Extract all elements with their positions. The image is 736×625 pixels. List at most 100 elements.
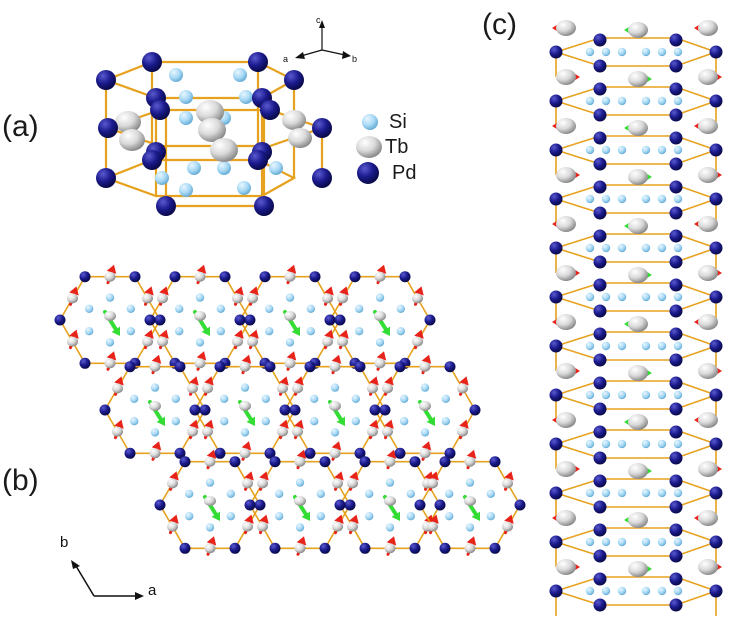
moment-head bbox=[369, 419, 379, 429]
si-atom bbox=[365, 512, 374, 521]
pd-atom bbox=[593, 327, 607, 341]
si-atom bbox=[400, 394, 409, 403]
tb-atom bbox=[698, 314, 718, 330]
pd-atom bbox=[709, 486, 723, 500]
pd-atom bbox=[489, 542, 501, 554]
pd-atom bbox=[174, 447, 186, 459]
pd-atom bbox=[669, 451, 683, 465]
tb-atom bbox=[194, 311, 206, 321]
pd-atom bbox=[324, 314, 336, 326]
si-atom bbox=[179, 111, 193, 125]
moment-head bbox=[414, 329, 424, 339]
legend-si: Si bbox=[389, 111, 407, 133]
si-atom bbox=[585, 537, 595, 547]
tb-atom bbox=[157, 336, 168, 347]
moment-head bbox=[339, 329, 349, 339]
pd-atom bbox=[248, 150, 268, 170]
si-atom bbox=[233, 68, 247, 82]
si-atom bbox=[486, 489, 495, 498]
si-atom bbox=[105, 293, 115, 302]
pd-atom bbox=[709, 437, 723, 451]
moment-head bbox=[381, 326, 390, 336]
pd-atom bbox=[669, 598, 683, 612]
si-atom bbox=[673, 47, 683, 57]
si-atom bbox=[673, 586, 683, 596]
layer-bond bbox=[555, 331, 719, 361]
pd-atom bbox=[549, 437, 563, 451]
si-atom bbox=[261, 394, 270, 403]
moment-head bbox=[324, 286, 334, 296]
si-atom bbox=[601, 292, 611, 302]
tb-atom bbox=[157, 293, 168, 304]
si-atom bbox=[85, 304, 94, 313]
pd-atom bbox=[593, 82, 607, 96]
si-atom bbox=[226, 489, 235, 498]
si-atom bbox=[351, 394, 360, 403]
si-atom bbox=[673, 439, 683, 449]
si-atom bbox=[155, 171, 169, 185]
tb-atom bbox=[187, 426, 198, 437]
si-atom bbox=[226, 512, 235, 521]
si-atom bbox=[601, 145, 611, 155]
si-atom bbox=[375, 338, 385, 347]
pd-atom bbox=[593, 500, 607, 514]
si-atom bbox=[441, 417, 450, 426]
pd-atom bbox=[593, 206, 607, 220]
pd-atom bbox=[709, 535, 723, 549]
pd-atom bbox=[669, 180, 683, 194]
tb-atom bbox=[67, 293, 78, 304]
pd-atom bbox=[289, 404, 301, 416]
layer-bond bbox=[555, 527, 719, 557]
pd-atom bbox=[354, 361, 366, 373]
moment-head bbox=[369, 376, 379, 386]
si-atom bbox=[130, 417, 139, 426]
si-atom bbox=[617, 390, 627, 400]
moment-head bbox=[331, 441, 342, 451]
tb-atom bbox=[374, 358, 386, 369]
tb-atom bbox=[628, 22, 648, 38]
si-atom bbox=[657, 194, 667, 204]
si-atom bbox=[179, 183, 193, 197]
pd-atom bbox=[669, 278, 683, 292]
tb-atom bbox=[322, 336, 333, 347]
pd-atom bbox=[593, 376, 607, 390]
moment-head bbox=[421, 441, 432, 451]
legend-tb: Tb bbox=[385, 136, 408, 158]
moment-head bbox=[286, 351, 297, 361]
tb-atom bbox=[698, 363, 718, 379]
si-atom bbox=[673, 96, 683, 106]
si-atom bbox=[396, 327, 405, 336]
si-atom bbox=[601, 537, 611, 547]
pd-atom bbox=[154, 314, 166, 326]
layer-bond bbox=[555, 233, 719, 263]
si-atom bbox=[275, 489, 284, 498]
pd-atom bbox=[154, 499, 166, 511]
pd-atom bbox=[79, 271, 91, 283]
pd-atom bbox=[709, 584, 723, 598]
tb-atom bbox=[628, 267, 648, 283]
pd-atom bbox=[179, 542, 191, 554]
si-atom bbox=[355, 304, 364, 313]
tb-atom bbox=[232, 293, 243, 304]
pd-atom bbox=[593, 33, 607, 47]
pd-atom bbox=[394, 447, 406, 459]
si-atom bbox=[673, 243, 683, 253]
pd-atom bbox=[142, 52, 162, 72]
pd-atom bbox=[549, 584, 563, 598]
moment-head bbox=[334, 471, 344, 481]
si-atom bbox=[285, 293, 295, 302]
si-atom bbox=[673, 194, 683, 204]
tb-atom bbox=[167, 521, 178, 532]
si-atom bbox=[601, 390, 611, 400]
si-atom bbox=[673, 537, 683, 547]
tb-atom bbox=[384, 543, 396, 554]
moment-head bbox=[259, 514, 269, 524]
si-atom bbox=[585, 96, 595, 106]
pd-atom bbox=[179, 456, 191, 468]
si-atom bbox=[195, 338, 205, 347]
tb-atom bbox=[419, 448, 431, 459]
pd-atom bbox=[593, 255, 607, 269]
moment-head bbox=[246, 416, 255, 426]
si-atom bbox=[641, 194, 651, 204]
